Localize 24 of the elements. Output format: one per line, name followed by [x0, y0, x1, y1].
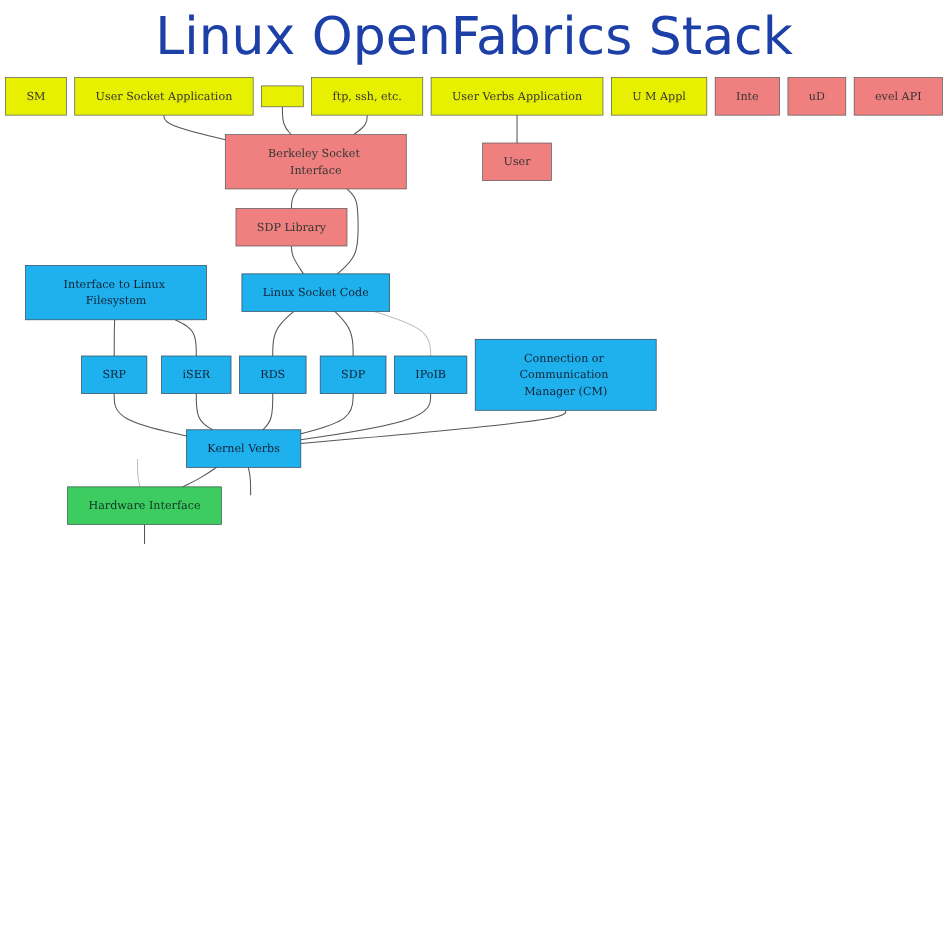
connector — [174, 319, 197, 357]
connector — [353, 114, 368, 136]
connector — [373, 310, 432, 357]
diagram-title: Linux OpenFabrics Stack — [155, 8, 793, 68]
connector — [113, 319, 116, 357]
connector — [300, 393, 354, 435]
connector — [290, 245, 304, 275]
connector — [262, 393, 274, 431]
connector — [144, 523, 146, 545]
connector — [137, 458, 141, 488]
connector — [290, 188, 299, 209]
connector — [300, 393, 432, 441]
connector — [516, 114, 518, 144]
connector — [300, 409, 567, 444]
connector — [163, 114, 226, 141]
connector — [195, 393, 213, 431]
connector — [247, 466, 252, 496]
connector — [182, 466, 217, 488]
connector — [336, 188, 359, 275]
connector — [113, 393, 187, 437]
connector — [334, 310, 354, 357]
connector — [272, 310, 295, 357]
node-box — [261, 85, 304, 108]
connector — [281, 106, 292, 136]
